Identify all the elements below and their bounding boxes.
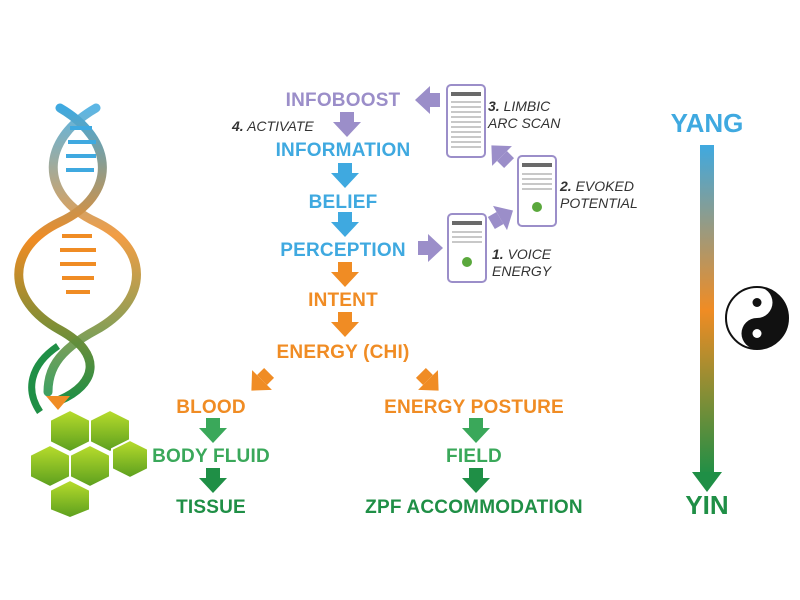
cycle-arrow-evoked-to-limbic xyxy=(491,145,515,169)
step-voice-number: 1. xyxy=(492,246,504,262)
label-perception: PERCEPTION xyxy=(280,240,406,261)
step-limbic-number: 3. xyxy=(488,98,500,114)
hexagon-cells-icon xyxy=(29,408,149,520)
step-activate-text: ACTIVATE xyxy=(247,118,314,134)
step-limbic-line1: LIMBIC xyxy=(503,98,551,114)
dna-helix-icon xyxy=(14,103,141,414)
yang-yin-scale-bar xyxy=(692,145,722,492)
label-tissue: TISSUE xyxy=(176,497,246,518)
label-yang: YANG xyxy=(670,108,744,138)
step-evoked-line1: EVOKED xyxy=(575,178,634,194)
cycle-arrow-limbic-to-infoboost xyxy=(415,86,440,114)
flow-arrow-energy-posture xyxy=(415,367,439,391)
step-voice-line1: VOICE xyxy=(507,246,552,262)
label-belief: BELIEF xyxy=(308,192,378,213)
label-field: FIELD xyxy=(446,446,502,467)
label-infoboost: INFOBOOST xyxy=(285,90,401,111)
flow-arrow-belief-perception xyxy=(331,212,359,237)
label-intent: INTENT xyxy=(308,290,378,311)
flow-arrow-blood-bodyfluid xyxy=(199,418,227,443)
step-evoked-line2: POTENTIAL xyxy=(560,195,638,211)
flow-arrow-information-belief xyxy=(331,163,359,188)
flow-arrow-posture-field xyxy=(462,418,490,443)
step-activate-number: 4. xyxy=(232,118,244,134)
label-blood: BLOOD xyxy=(176,397,246,418)
flow-arrow-infoboost-information xyxy=(333,112,361,137)
step-voice-line2: ENERGY xyxy=(492,263,552,279)
phone-evoked-icon xyxy=(517,155,557,227)
step-activate: 4. ACTIVATE xyxy=(232,118,314,135)
cycle-arrow-voice-to-evoked xyxy=(487,205,513,231)
flow-arrow-energy-blood xyxy=(251,367,275,391)
label-yin: YIN xyxy=(685,490,729,520)
label-body-fluid: BODY FLUID xyxy=(152,446,270,467)
step-limbic-line2: ARC SCAN xyxy=(488,115,561,131)
step-evoked: 2. EVOKED POTENTIAL xyxy=(560,178,638,212)
label-energy-chi: ENERGY (CHI) xyxy=(276,342,410,363)
phone-limbic-icon xyxy=(446,84,486,158)
step-limbic: 3. LIMBIC ARC SCAN xyxy=(488,98,560,132)
label-information: INFORMATION xyxy=(275,140,411,161)
label-energy-posture: ENERGY POSTURE xyxy=(384,397,564,418)
flow-arrow-perception-intent xyxy=(331,262,359,287)
yin-yang-icon xyxy=(725,286,789,350)
flow-arrow-bodyfluid-tissue xyxy=(199,468,227,493)
flow-arrow-field-zpf xyxy=(462,468,490,493)
step-voice: 1. VOICE ENERGY xyxy=(492,246,551,280)
label-zpf-accommodation: ZPF ACCOMMODATION xyxy=(365,497,583,518)
flow-arrow-intent-energy xyxy=(331,312,359,337)
phone-voice-icon xyxy=(447,213,487,283)
cycle-arrow-perception-to-voice xyxy=(418,234,443,262)
step-evoked-number: 2. xyxy=(560,178,572,194)
